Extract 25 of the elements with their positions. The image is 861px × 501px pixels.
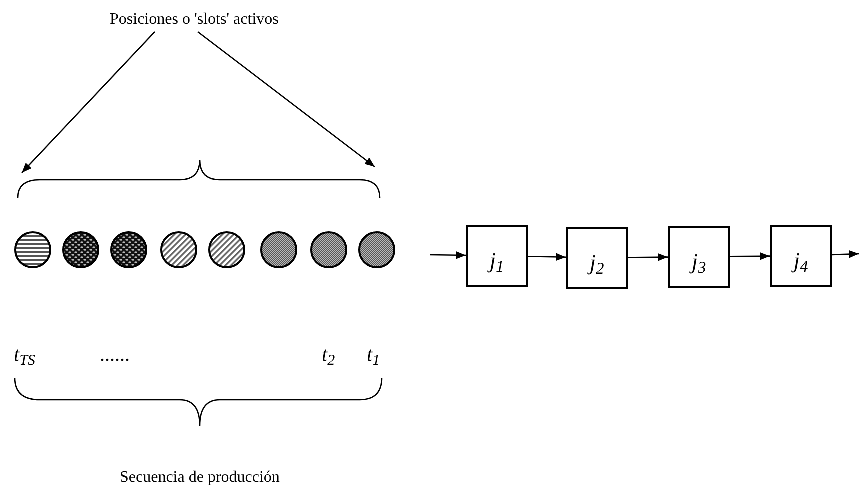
arrow (730, 252, 770, 260)
arrow (528, 253, 566, 262)
patterned-circle (358, 231, 396, 269)
arrow (832, 250, 860, 258)
job-box: j$_{4}$ (770, 225, 832, 287)
arrow (22, 32, 156, 174)
time-label: t$_{1}$ (367, 343, 380, 370)
arrow (198, 31, 376, 168)
patterned-circle (62, 231, 100, 269)
job-box: j$_{2}$ (566, 227, 628, 289)
heading-text: Posiciones o 'slots' activos (110, 8, 360, 32)
time-label: ...... (100, 343, 130, 368)
patterned-circle (14, 231, 52, 269)
time-label: t$_{2}$ (322, 343, 336, 370)
patterned-circle (310, 231, 348, 269)
patterned-circle (110, 231, 148, 269)
arrow (430, 251, 466, 260)
patterned-circle (260, 231, 298, 269)
patterned-circle (208, 231, 246, 269)
job-box: j$_{3}$ (668, 226, 730, 288)
job-box: j$_{1}$ (466, 225, 528, 287)
arrow (628, 253, 668, 262)
time-label: t$_{TS}$ (14, 343, 36, 370)
caption-text: Secuencia de producción (120, 468, 280, 488)
patterned-circle (160, 231, 198, 269)
